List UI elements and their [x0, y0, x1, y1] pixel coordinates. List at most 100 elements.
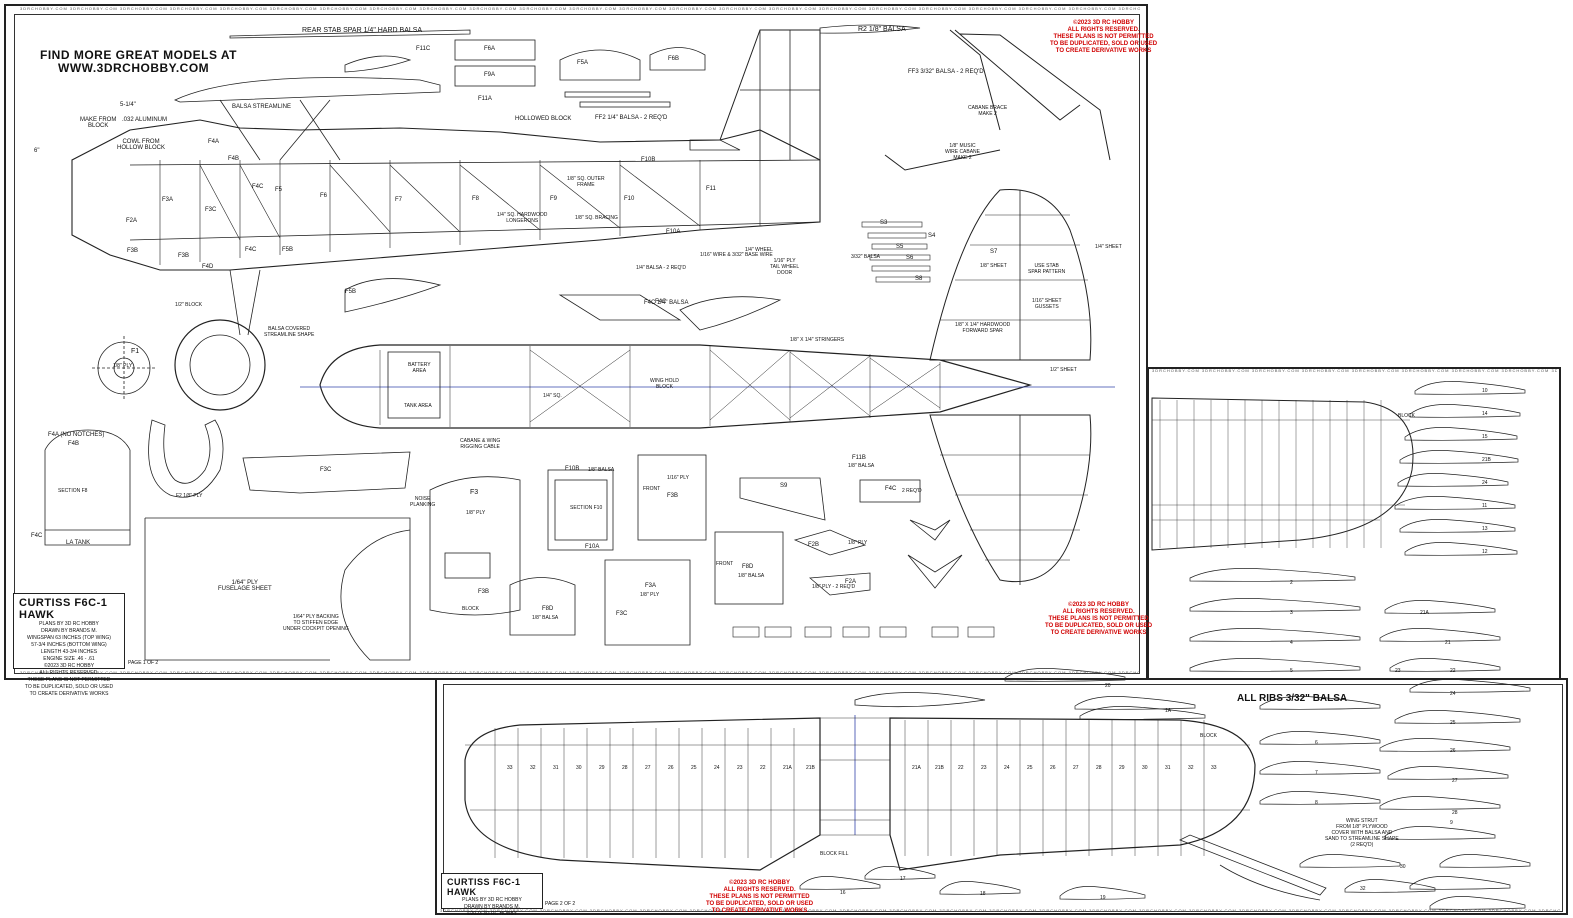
- rib-number: 13: [1482, 526, 1488, 532]
- label-f3b-ply: 1/16" PLY: [667, 475, 689, 481]
- label-f7: F7: [395, 197, 403, 203]
- label-f3c-side: F3C: [205, 207, 217, 213]
- rib-number: 26: [1050, 765, 1056, 771]
- title-line: TO BE DUPLICATED, SOLD OR USED: [24, 684, 114, 690]
- label-f8d-part: F8D: [542, 606, 554, 612]
- section-f8: [44, 429, 131, 546]
- label-ff2: FF2 1/4" BALSA - 2 REQ'D: [595, 115, 668, 121]
- top-wing-profile: [173, 77, 441, 103]
- label-sq-bracing: 1/8" SQ. BRACING: [575, 215, 618, 221]
- f2-former: [148, 419, 224, 498]
- rib-number: 24: [1004, 765, 1010, 771]
- label-s8: S8: [915, 276, 923, 282]
- label-f10: F10: [624, 196, 635, 202]
- section-f10: [547, 469, 614, 551]
- rib-number: 25: [1027, 765, 1033, 771]
- title-block-sheet3: CURTISS F6C-1 HAWK PLANS BY 3D RC HOBBY …: [441, 873, 543, 917]
- rib-number: 24: [1482, 480, 1488, 486]
- title-line: DRAWN BY BRANDS M.: [41, 628, 97, 634]
- rib-number: 32: [1188, 765, 1194, 771]
- rib-number: 5: [1290, 668, 1293, 674]
- wing-rib-template: [799, 876, 881, 890]
- label-f5b: F5B: [282, 247, 294, 253]
- rib-number: 18: [980, 891, 986, 897]
- wing-rib-template: [1004, 668, 1126, 682]
- wing-rib-template: [1394, 496, 1516, 510]
- label-f3b-side: F3B: [127, 248, 139, 254]
- plan-sheet-wing: [435, 678, 1568, 915]
- wing-rib-template: [1259, 791, 1381, 805]
- label-f5a: F5A: [577, 60, 589, 66]
- header-line-2: WWW.3DRCHOBBY.COM: [58, 61, 210, 75]
- label-f10a-side: F10A: [666, 229, 681, 235]
- label-f4c-2req: 2 REQ'D: [902, 488, 922, 494]
- title-line: ENGINE SIZE .46 - .61: [43, 656, 95, 662]
- label-f6b: F6B: [668, 56, 680, 62]
- label-f2b: F2B: [808, 542, 820, 548]
- rib-number: 17: [900, 876, 906, 882]
- rib-number: 21B: [1482, 457, 1491, 463]
- label-s9: S9: [780, 483, 788, 489]
- wing-rib-template: [1409, 876, 1511, 890]
- label-front: FRONT: [643, 486, 661, 492]
- title-line: ALL RIGHTS RESERVED.: [39, 670, 99, 676]
- rib-number: 33: [507, 765, 513, 771]
- label-wing-block: BLOCK: [1200, 733, 1217, 739]
- rib-number: 30: [1400, 864, 1406, 870]
- label-f4a: F4A (NO NOTCHES): [48, 432, 105, 438]
- label-block: BLOCK: [462, 606, 479, 612]
- label-f4b: F4B: [68, 441, 80, 447]
- rib-number: 23: [981, 765, 987, 771]
- label-f11b-balsa: 1/8" BALSA: [848, 463, 875, 469]
- rib-number: 19: [1100, 895, 1106, 901]
- label-f4c-flap: F4C: [885, 486, 897, 492]
- rib-number: 23: [1395, 668, 1401, 674]
- title-line: TO CREATE DERIVATIVE WORKS: [29, 691, 109, 697]
- label-f10b-part: F10B: [565, 466, 580, 472]
- cabane-wire: [949, 29, 1111, 161]
- wing-rib-template: [1399, 450, 1519, 464]
- wing-rib-template: [1379, 628, 1501, 642]
- label-section-f10: SECTION F10: [570, 505, 603, 511]
- rib-number: 29: [599, 765, 605, 771]
- label-balsa-3-32: 3/32" BALSA: [851, 254, 881, 260]
- label-f9: F9: [550, 196, 558, 202]
- rib-number: 21B: [806, 765, 815, 771]
- label-make-from-block: MAKE FROM BLOCK: [80, 117, 117, 129]
- wing-rib-template: [1439, 854, 1531, 868]
- label-f10a-part: F10A: [585, 544, 600, 550]
- label-ply-2req: 1/8" PLY - 2 REQ'D: [812, 584, 856, 590]
- rib-number: 31: [553, 765, 559, 771]
- header-line-1: FIND MORE GREAT MODELS AT: [40, 48, 237, 62]
- rear-stab-spar: [229, 29, 471, 39]
- label-f2a-side: F2A: [126, 218, 138, 224]
- label-f8d-plate-balsa: 1/8" BALSA: [738, 573, 765, 579]
- label-f3b: F3B: [178, 253, 190, 259]
- title-line: WINGSPAN 63 INCHES (TOP WING): [27, 635, 111, 641]
- label-sheet-1-4: 1/4" SHEET: [1095, 244, 1122, 250]
- page-label-2: PAGE 2 OF 2: [545, 901, 576, 907]
- rib-number: 27: [1452, 778, 1458, 784]
- rib-number: 3: [1290, 610, 1293, 616]
- vertical-fin: [719, 29, 821, 160]
- title-block-sheet1: CURTISS F6C-1 HAWK PLANS BY 3D RC HOBBY …: [13, 593, 125, 697]
- page-label: PAGE 1 OF 2: [128, 660, 159, 666]
- label-f4d: F4D: [202, 264, 214, 270]
- wing-rib-template: [1404, 542, 1518, 556]
- wing-rib-template: [1397, 473, 1509, 487]
- label-sq-1-4: 1/4" SQ.: [543, 393, 562, 399]
- rib-number: 11: [1482, 503, 1488, 509]
- rib-number: 9: [1450, 820, 1453, 826]
- label-dim-5-1-4: 5-1/4": [120, 102, 136, 108]
- wing-rib-template: [1074, 696, 1196, 710]
- label-f2: F2 1/8" PLY: [176, 493, 203, 499]
- wing-rib-template: [1259, 761, 1381, 775]
- label-f5: F5: [275, 187, 283, 193]
- fuselage-sheet: [144, 517, 411, 661]
- label-stringers: 1/8" X 1/4" STRINGERS: [790, 337, 845, 343]
- rib-number: 23: [737, 765, 743, 771]
- wing-rib-template: [1404, 427, 1518, 441]
- main-wheel: [174, 319, 266, 411]
- wing-rib-template: [1387, 766, 1509, 780]
- rib-number: 22: [958, 765, 964, 771]
